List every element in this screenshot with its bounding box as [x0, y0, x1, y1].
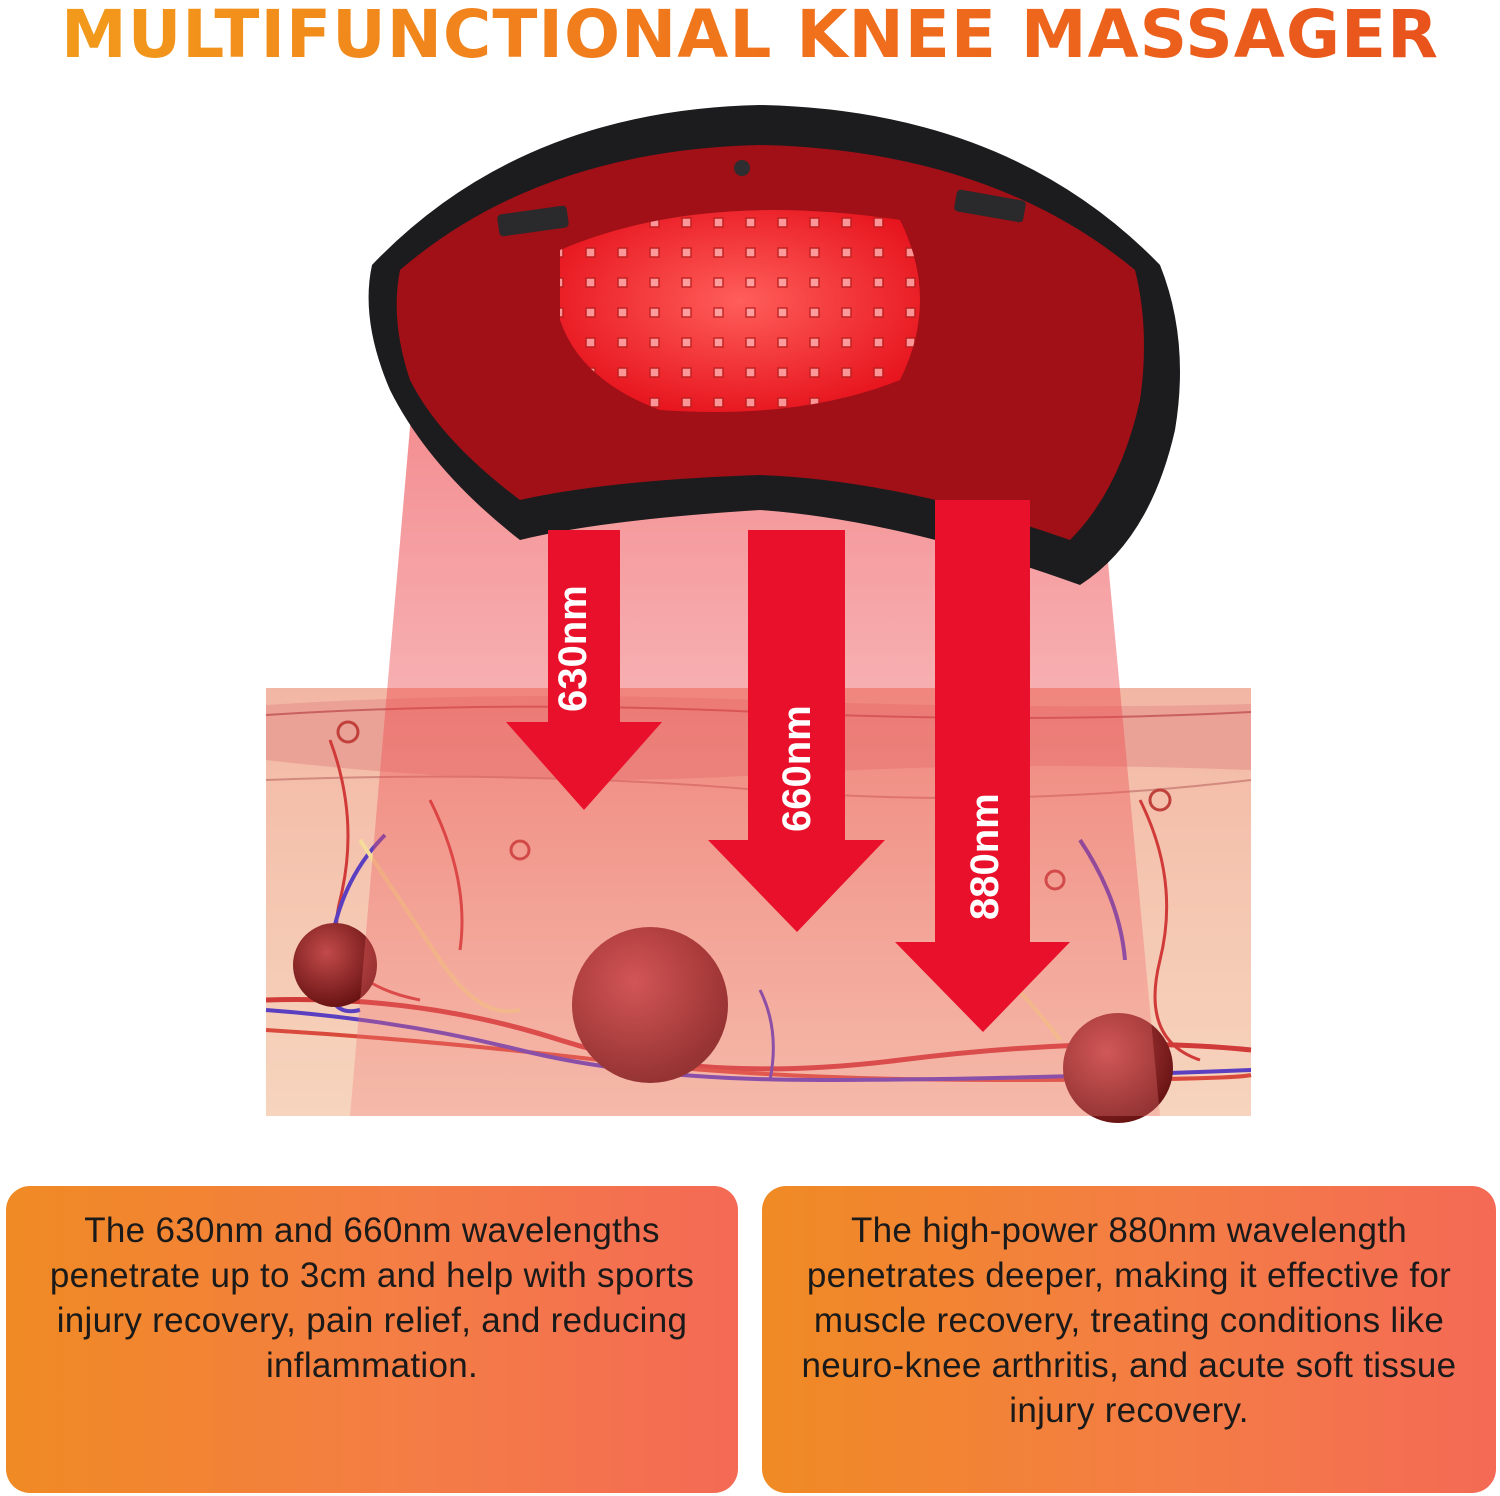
page-title: MULTIFUNCTIONAL KNEE MASSAGER	[0, 0, 1500, 80]
info-text-left: The 630nm and 660nm wavelengths penetrat…	[49, 1211, 695, 1385]
info-panel-left: The 630nm and 660nm wavelengths penetrat…	[6, 1186, 738, 1493]
label-660nm: 660nm	[775, 705, 819, 832]
label-630nm: 630nm	[551, 585, 595, 712]
arrow-630nm: 630nm	[506, 530, 662, 810]
info-text-right: The high-power 880nm wavelength penetrat…	[801, 1211, 1457, 1430]
arrow-880nm: 880nm	[895, 500, 1070, 1032]
info-panel-right: The high-power 880nm wavelength penetrat…	[762, 1186, 1496, 1493]
label-880nm: 880nm	[963, 793, 1007, 920]
knee-massager-device	[368, 105, 1181, 585]
illustration: 630nm 660nm 880nm	[265, 105, 1252, 1123]
arrow-660nm: 660nm	[708, 530, 885, 932]
cell	[293, 923, 377, 1007]
